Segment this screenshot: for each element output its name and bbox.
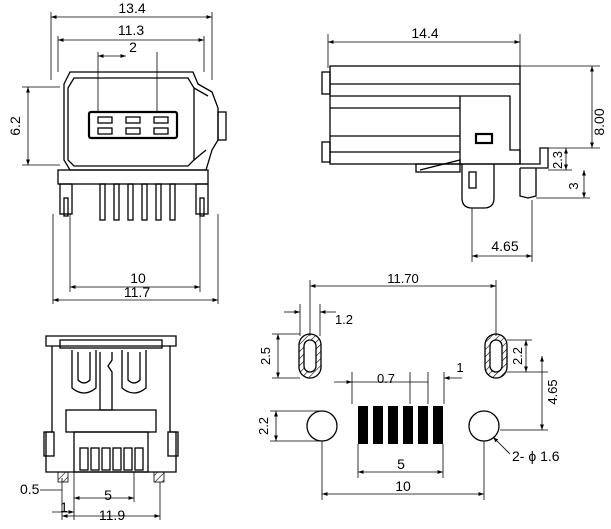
mount-hole-left xyxy=(306,410,338,442)
bottom-rail xyxy=(419,147,549,171)
mount-leg xyxy=(461,164,495,209)
side-tab xyxy=(217,111,227,141)
side-foot xyxy=(43,431,55,457)
slot-drill-left xyxy=(303,339,317,373)
pad-row xyxy=(79,447,144,471)
inner-cavity xyxy=(65,409,157,433)
pad xyxy=(418,406,428,444)
latch-spring xyxy=(121,350,147,394)
label-pin-pitch: 5 xyxy=(104,487,112,503)
side-flange xyxy=(321,141,331,163)
socket-opening xyxy=(87,110,179,140)
slot-drill-right xyxy=(489,339,503,373)
label-pad-width: 1 xyxy=(456,360,463,375)
contact xyxy=(97,116,113,124)
label-step: 2.3 xyxy=(550,151,565,169)
label-slot-height-left: 2.5 xyxy=(258,347,273,365)
mount-leg xyxy=(59,183,73,215)
connector-base xyxy=(57,169,209,185)
callout-leader xyxy=(492,436,511,455)
pin xyxy=(127,183,134,221)
label-height: 8.00 xyxy=(591,108,607,135)
pin-block xyxy=(73,431,149,473)
front-view: 13.4 11.3 2 6.2 10 11.7 xyxy=(7,0,227,304)
pad xyxy=(79,447,89,471)
mount-hole-right xyxy=(468,410,500,442)
pad xyxy=(90,447,100,471)
outline-edge xyxy=(193,149,207,161)
pad xyxy=(101,447,111,471)
mount-leg xyxy=(195,183,209,215)
contact xyxy=(97,127,113,135)
label-slot-spacing: 11.70 xyxy=(387,271,419,286)
center-key xyxy=(99,352,113,411)
latch-spring xyxy=(71,350,97,394)
contact xyxy=(153,116,169,124)
bottom-frame xyxy=(45,335,177,473)
label-hole-spacing: 10 xyxy=(395,478,411,494)
label-length: 14.4 xyxy=(411,25,438,41)
label-inner-width: 11.3 xyxy=(118,22,144,38)
pin-row xyxy=(99,183,176,221)
side-body xyxy=(329,65,521,165)
pin xyxy=(155,183,162,221)
leg-slot xyxy=(468,171,477,189)
corner-mark xyxy=(153,471,165,483)
label-edge-offset: 0.5 xyxy=(20,481,40,497)
label-base-width: 11.7 xyxy=(124,284,150,300)
contact xyxy=(125,127,141,135)
label-pad-gap: 0.7 xyxy=(377,371,395,386)
side-flange xyxy=(321,71,331,95)
mount-leg xyxy=(519,168,537,199)
pad xyxy=(134,447,144,471)
connector-shell xyxy=(67,77,195,167)
bottom-view: 0.5 5 1 11.9 xyxy=(20,335,179,523)
label-width: 11.9 xyxy=(99,507,125,523)
pad xyxy=(358,406,368,444)
label-height: 6.2 xyxy=(7,116,23,136)
pad xyxy=(433,406,443,444)
pad xyxy=(123,447,133,471)
pin xyxy=(113,183,120,221)
mount-leg-tip xyxy=(199,197,205,217)
label-overall-width: 13.4 xyxy=(118,0,145,16)
label-hole-height: 2.2 xyxy=(256,417,271,435)
mount-leg-tip xyxy=(63,197,69,217)
label-pad-span: 5 xyxy=(397,456,405,472)
side-view: 14.4 8.00 2.3 3 4.65 xyxy=(321,25,607,262)
pad xyxy=(112,447,122,471)
contact xyxy=(153,127,169,135)
outline-edge xyxy=(193,87,209,97)
pad xyxy=(388,406,398,444)
latch-spring xyxy=(77,352,91,384)
label-row-spacing: 4.65 xyxy=(545,379,560,404)
label-slot-width: 1.2 xyxy=(335,312,353,327)
label-pin-span: 10 xyxy=(130,270,146,286)
connector-body xyxy=(63,71,219,171)
label-hole-callout: 2- ϕ 1.6 xyxy=(512,448,560,464)
pin xyxy=(99,183,106,221)
corner-mark xyxy=(57,471,69,483)
label-pin-pitch: 2 xyxy=(129,39,137,55)
pad xyxy=(403,406,413,444)
pin xyxy=(169,183,176,221)
contact xyxy=(125,116,141,124)
label-pin-inset: 1 xyxy=(60,499,68,515)
pcb-footprint: 11.70 1.2 2.5 2.2 0.7 1 4.65 2.2 5 10 2-… xyxy=(256,271,560,500)
base-plate xyxy=(415,163,461,173)
pad-row xyxy=(358,406,443,444)
pin xyxy=(141,183,148,221)
label-offset: 4.65 xyxy=(491,238,518,254)
label-leg: 3 xyxy=(566,182,581,189)
latch-spring xyxy=(127,352,141,384)
side-foot xyxy=(167,431,179,457)
label-slot-height-right: 2.2 xyxy=(510,347,525,365)
latch-window xyxy=(474,132,494,145)
top-lip xyxy=(59,339,163,349)
outline-edge xyxy=(460,95,521,164)
pad xyxy=(373,406,383,444)
